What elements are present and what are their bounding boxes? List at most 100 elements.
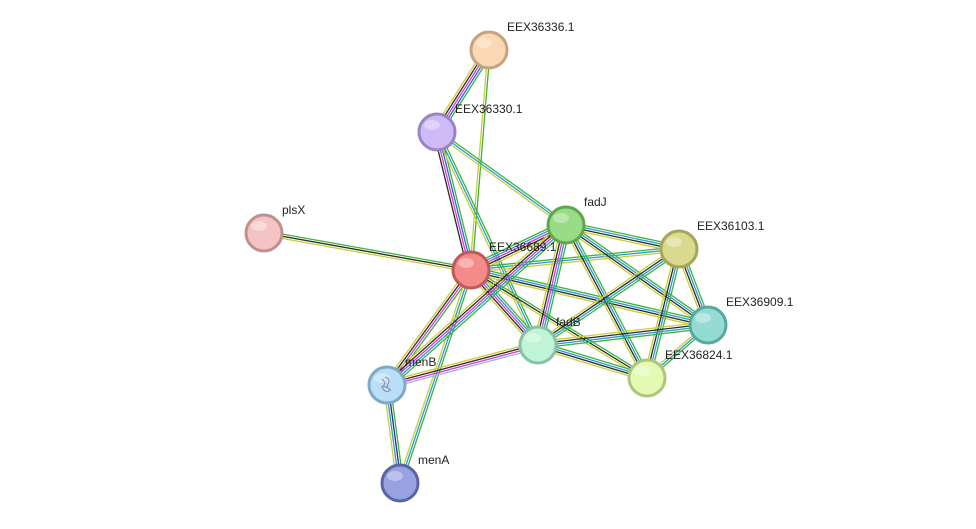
node-circle[interactable] — [417, 112, 457, 152]
edge-evidence-line — [471, 50, 491, 271]
edge-fadj-menb[interactable] — [383, 221, 570, 389]
node-highlight — [458, 258, 474, 268]
node-circle[interactable] — [627, 358, 667, 398]
edge-evidence-line — [541, 225, 571, 347]
node-plsx[interactable]: plsX — [244, 203, 305, 253]
edge-eex36689-1-eex36103-1[interactable] — [470, 246, 680, 273]
node-label: EEX36909.1 — [726, 295, 794, 309]
edge-evidence-line — [539, 251, 682, 349]
edge-evidence-line — [383, 267, 469, 384]
edge-evidence-line — [647, 249, 681, 379]
edge-evidence-line — [387, 345, 539, 387]
node-highlight — [666, 237, 682, 247]
edge-evidence-line — [538, 249, 680, 347]
edge-eex36330-1-fadj[interactable] — [435, 129, 568, 228]
edge-evidence-line — [537, 323, 708, 345]
node-highlight — [387, 471, 403, 481]
edge-evidence-line — [433, 132, 469, 271]
edge-evidence-line — [389, 227, 570, 389]
edge-evidence-line — [471, 266, 709, 323]
node-label: EEX36689.1 — [489, 240, 557, 254]
edge-evidence-line — [399, 269, 472, 484]
node-circle[interactable] — [451, 250, 491, 290]
node-circle[interactable] — [659, 229, 699, 269]
edge-evidence-line — [535, 224, 565, 345]
edge-evidence-line — [643, 248, 677, 378]
node-label: EEX36336.1 — [507, 20, 575, 34]
edge-evidence-line — [263, 232, 472, 271]
node-highlight — [525, 333, 541, 343]
protein-structure-icon — [380, 376, 392, 393]
edge-eex36330-1-fadb[interactable] — [434, 130, 541, 347]
edge-evidence-line — [386, 224, 567, 386]
edge-evidence-line — [537, 321, 708, 343]
edge-evidence-line — [388, 226, 568, 388]
node-circle[interactable] — [469, 30, 509, 70]
edge-eex36103-1-fadb[interactable] — [535, 245, 682, 349]
node-circle[interactable] — [546, 205, 586, 245]
edge-evidence-line — [470, 248, 680, 271]
edge-evidence-line — [383, 221, 564, 383]
edge-evidence-line — [566, 221, 680, 247]
node-label: menB — [405, 355, 436, 369]
node-circle[interactable] — [244, 213, 284, 253]
edge-evidence-line — [436, 131, 567, 226]
node-circle[interactable] — [380, 463, 420, 503]
node-highlight — [553, 213, 569, 223]
edge-eex36909-1-fadb[interactable] — [537, 321, 709, 349]
edge-evidence-line — [533, 223, 563, 345]
node-menb[interactable]: menB — [367, 355, 436, 405]
node-eex36330-1[interactable]: EEX36330.1 — [417, 102, 523, 152]
edge-evidence-line — [439, 131, 475, 270]
edge-evidence-line — [538, 327, 709, 349]
node-eex36103-1[interactable]: EEX36103.1 — [659, 219, 765, 269]
edge-eex36330-1-eex36689-1[interactable] — [433, 131, 475, 271]
node-mena[interactable]: menA — [380, 453, 449, 503]
edge-evidence-line — [385, 341, 538, 383]
edge-evidence-line — [535, 245, 678, 343]
edge-evidence-line — [385, 222, 565, 384]
edge-evidence-line — [263, 234, 471, 273]
edge-eex36689-1-mena[interactable] — [397, 269, 474, 484]
edge-evidence-line — [387, 347, 540, 389]
edge-evidence-line — [537, 247, 679, 345]
edge-evidence-line — [436, 131, 539, 346]
edge-evidence-line — [386, 343, 538, 385]
node-label: EEX36103.1 — [697, 219, 765, 233]
node-fadj[interactable]: fadJ — [546, 195, 607, 245]
edge-evidence-line — [385, 268, 471, 385]
edge-evidence-line — [434, 132, 537, 347]
node-label: fadJ — [584, 195, 607, 209]
node-circle[interactable] — [518, 325, 558, 365]
edge-evidence-line — [565, 227, 679, 253]
edge-evidence-line — [470, 272, 708, 329]
edge-plsx-eex36689-1[interactable] — [263, 230, 472, 273]
edge-evidence-line — [539, 225, 569, 346]
node-circle[interactable] — [688, 305, 728, 345]
node-circle[interactable] — [367, 365, 407, 405]
node-label: fadB — [556, 315, 581, 329]
node-highlight — [476, 38, 492, 48]
node-eex36689-1[interactable]: EEX36689.1 — [451, 240, 557, 290]
edge-evidence-line — [470, 269, 648, 379]
node-label: EEX36330.1 — [455, 102, 523, 116]
edge-fadj-fadb[interactable] — [533, 223, 571, 347]
node-fadb[interactable]: fadB — [518, 315, 581, 365]
edge-evidence-line — [538, 325, 709, 347]
edge-evidence-line — [649, 249, 683, 379]
node-highlight — [374, 373, 390, 383]
edge-evidence-line — [537, 224, 567, 346]
edge-evidence-line — [645, 248, 679, 378]
node-eex36909-1[interactable]: EEX36909.1 — [688, 295, 794, 345]
edge-evidence-line — [437, 129, 568, 224]
edge-fadb-menb[interactable] — [385, 341, 540, 389]
edge-evidence-line — [471, 250, 680, 273]
edge-evidence-line — [401, 270, 474, 484]
node-eex36824-1[interactable]: EEX36824.1 — [627, 348, 733, 398]
node-eex36336-1[interactable]: EEX36336.1 — [469, 20, 575, 70]
node-highlight — [424, 120, 440, 130]
edge-eex36103-1-eex36824-1[interactable] — [643, 248, 683, 379]
node-highlight — [634, 366, 650, 376]
